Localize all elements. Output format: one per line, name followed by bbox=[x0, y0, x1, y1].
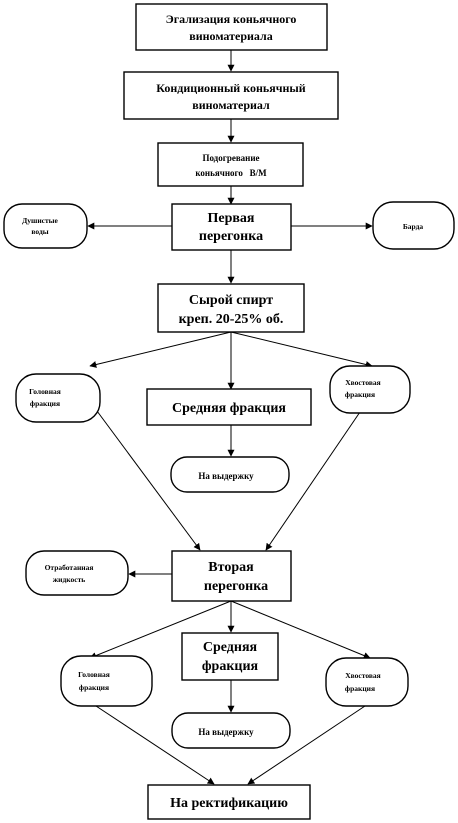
node-na-vyderzhku-1: На выдержку bbox=[170, 456, 290, 493]
node-konditsionny-line1: Кондиционный коньячный bbox=[156, 81, 306, 95]
node-dushistye: Душистые воды bbox=[3, 203, 88, 249]
edge-golovnaya-2-rektifikatsiya bbox=[95, 705, 215, 785]
node-egalizatsiya-line2: виноматериала bbox=[189, 29, 273, 43]
node-srednyaya-1-line1: Средняя фракция bbox=[172, 401, 286, 416]
node-pervaya-line2: перегонка bbox=[199, 229, 263, 244]
node-pervaya: Первая перегонка bbox=[171, 203, 292, 251]
node-syroy-spirt-line1: Сырой спирт bbox=[189, 293, 273, 308]
node-na-rektifikatsiyu: На ректификацию bbox=[147, 784, 311, 820]
node-vtoraya: Вторая перегонка bbox=[171, 550, 292, 602]
node-na-rektifikatsiyu-line1: На ректификацию bbox=[170, 796, 288, 811]
node-podogrevanie-line1: Подогревание bbox=[202, 153, 259, 163]
node-khvostovaya-2-line2: фракция bbox=[345, 684, 375, 693]
node-podogrevanie-line2: коньячного В/М bbox=[195, 168, 267, 178]
node-khvostovaya-2: Хвостовая фракция bbox=[325, 657, 409, 707]
node-srednyaya-2-line1: Средняя bbox=[203, 640, 258, 655]
node-golovnaya-2-line1: Головная bbox=[78, 670, 110, 679]
node-golovnaya-2: Головная фракция bbox=[60, 655, 153, 707]
node-golovnaya-1-line2: фракция bbox=[30, 399, 60, 408]
node-golovnaya-1: Головная фракция bbox=[15, 373, 101, 423]
node-srednyaya-2: Средняя фракция bbox=[181, 632, 279, 681]
node-khvostovaya-1-line2: фракция bbox=[345, 390, 375, 399]
node-na-vyderzhku-1-line1: На выдержку bbox=[198, 471, 254, 481]
node-khvostovaya-2-line1: Хвостовая bbox=[345, 671, 381, 680]
node-vtoraya-line2: перегонка bbox=[204, 579, 268, 594]
node-barda: Барда bbox=[372, 201, 455, 250]
edge-khvostovaya-2-rektifikatsiya bbox=[247, 705, 366, 785]
edge-syroy-spirt-golovnaya-1 bbox=[89, 331, 232, 368]
edges bbox=[87, 50, 373, 785]
node-egalizatsiya: Эгализация коньячного виноматериала bbox=[135, 3, 328, 51]
node-khvostovaya-1-line1: Хвостовая bbox=[345, 378, 381, 387]
node-egalizatsiya-line1: Эгализация коньячного bbox=[166, 12, 297, 26]
node-dushistye-line1: Душистые bbox=[22, 216, 58, 225]
node-syroy-spirt-line2: креп. 20-25% об. bbox=[179, 312, 284, 327]
edge-golovnaya-1-vtoraya bbox=[96, 410, 201, 551]
node-konditsionny: Кондиционный коньячный виноматериал bbox=[123, 71, 339, 120]
node-khvostovaya-1: Хвостовая фракция bbox=[329, 365, 411, 414]
node-pervaya-line1: Первая bbox=[207, 211, 254, 226]
node-vtoraya-line1: Вторая bbox=[208, 560, 254, 575]
node-srednyaya-1: Средняя фракция bbox=[146, 388, 312, 426]
edge-syroy-spirt-khvostovaya-1 bbox=[230, 331, 373, 368]
node-otrabotannaya-line2: жидкость bbox=[53, 575, 86, 584]
edge-khvostovaya-1-vtoraya bbox=[265, 411, 361, 551]
edge-vtoraya-khvostovaya-2 bbox=[230, 600, 371, 659]
node-barda-line1: Барда bbox=[403, 222, 424, 231]
node-golovnaya-2-line2: фракция bbox=[79, 683, 109, 692]
node-golovnaya-1-line1: Головная bbox=[29, 387, 61, 396]
node-na-vyderzhku-2-line1: На выдержку bbox=[198, 727, 254, 737]
node-syroy-spirt: Сырой спирт креп. 20-25% об. bbox=[157, 283, 305, 333]
node-konditsionny-line2: виноматериал bbox=[192, 98, 270, 112]
edge-vtoraya-golovnaya-2 bbox=[89, 600, 232, 659]
node-na-vyderzhku-2: На выдержку bbox=[171, 712, 291, 749]
node-dushistye-line2: воды bbox=[31, 227, 48, 236]
node-podogrevanie: Подогревание коньячного В/М bbox=[157, 142, 304, 187]
node-srednyaya-2-line2: фракция bbox=[202, 659, 259, 674]
node-otrabotannaya: Отработанная жидкость bbox=[25, 550, 129, 596]
node-otrabotannaya-line1: Отработанная bbox=[45, 563, 94, 572]
